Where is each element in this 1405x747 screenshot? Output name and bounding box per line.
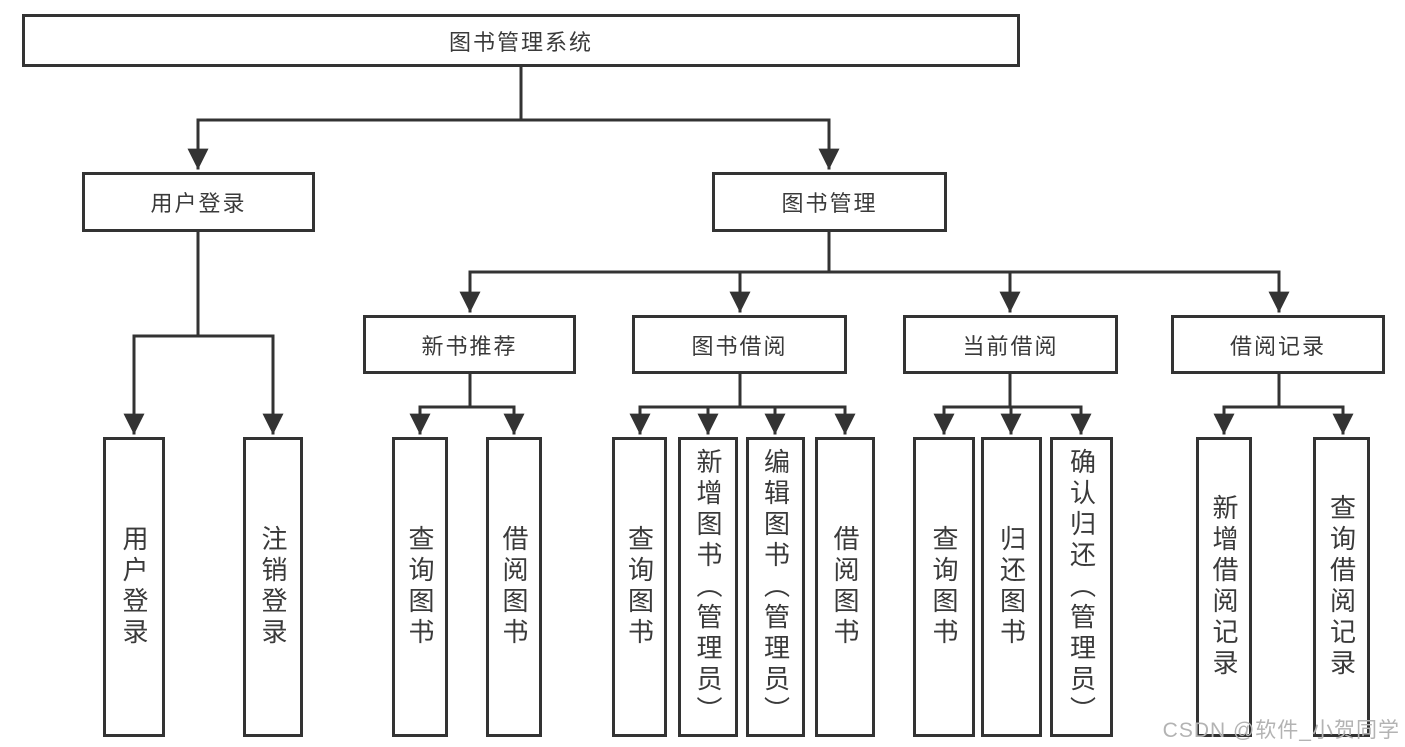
node-edit-books-admin: 编辑图书（管理员）	[746, 437, 805, 737]
node-label: 借阅图书	[830, 525, 860, 649]
node-label: 新书推荐	[421, 333, 518, 359]
node-add-borrow-record: 新增借阅记录	[1196, 437, 1252, 737]
node-borrow-books-borrowing: 借阅图书	[815, 437, 875, 737]
node-book-borrowing: 图书借阅	[632, 315, 847, 374]
node-label: 新增图书（管理员）	[693, 447, 723, 727]
node-label: 注销登录	[258, 525, 288, 649]
node-label: 查询图书	[405, 525, 435, 649]
node-label: 新增借阅记录	[1209, 494, 1239, 680]
node-label: 借阅记录	[1229, 333, 1326, 359]
node-book-management: 图书管理	[712, 172, 947, 232]
node-user-login: 用户登录	[82, 172, 315, 232]
node-label: 借阅图书	[499, 525, 529, 649]
node-label: 查询图书	[624, 525, 655, 649]
node-label: 图书管理系统	[448, 29, 593, 55]
node-label: 图书借阅	[691, 333, 788, 359]
node-label: 图书管理	[781, 191, 878, 216]
node-label: 确认归还（管理员）	[1066, 447, 1097, 727]
node-current-borrowing: 当前借阅	[903, 315, 1118, 374]
node-borrowing-records: 借阅记录	[1171, 315, 1385, 374]
node-borrow-books-recommend: 借阅图书	[486, 437, 542, 737]
node-label: 用户登录	[119, 525, 149, 649]
node-label: 查询借阅记录	[1326, 494, 1357, 680]
node-query-borrow-record: 查询借阅记录	[1313, 437, 1370, 737]
node-label: 用户登录	[150, 191, 247, 216]
csdn-watermark: CSDN @软件_小贺同学	[1162, 719, 1400, 742]
node-query-books-recommend: 查询图书	[392, 437, 448, 737]
node-new-book-recommendation: 新书推荐	[363, 315, 576, 374]
node-query-books-borrowing: 查询图书	[612, 437, 667, 737]
node-user-login-leaf: 用户登录	[103, 437, 165, 737]
node-label: 编辑图书（管理员）	[760, 447, 791, 727]
node-library-management-system: 图书管理系统	[22, 14, 1020, 67]
node-logout: 注销登录	[243, 437, 303, 737]
node-query-books-current: 查询图书	[913, 437, 975, 737]
node-add-books-admin: 新增图书（管理员）	[678, 437, 738, 737]
node-label: 查询图书	[929, 525, 959, 649]
node-return-books: 归还图书	[981, 437, 1042, 737]
node-label: 归还图书	[996, 525, 1027, 649]
node-confirm-return-admin: 确认归还（管理员）	[1050, 437, 1113, 737]
node-label: 当前借阅	[962, 333, 1059, 359]
